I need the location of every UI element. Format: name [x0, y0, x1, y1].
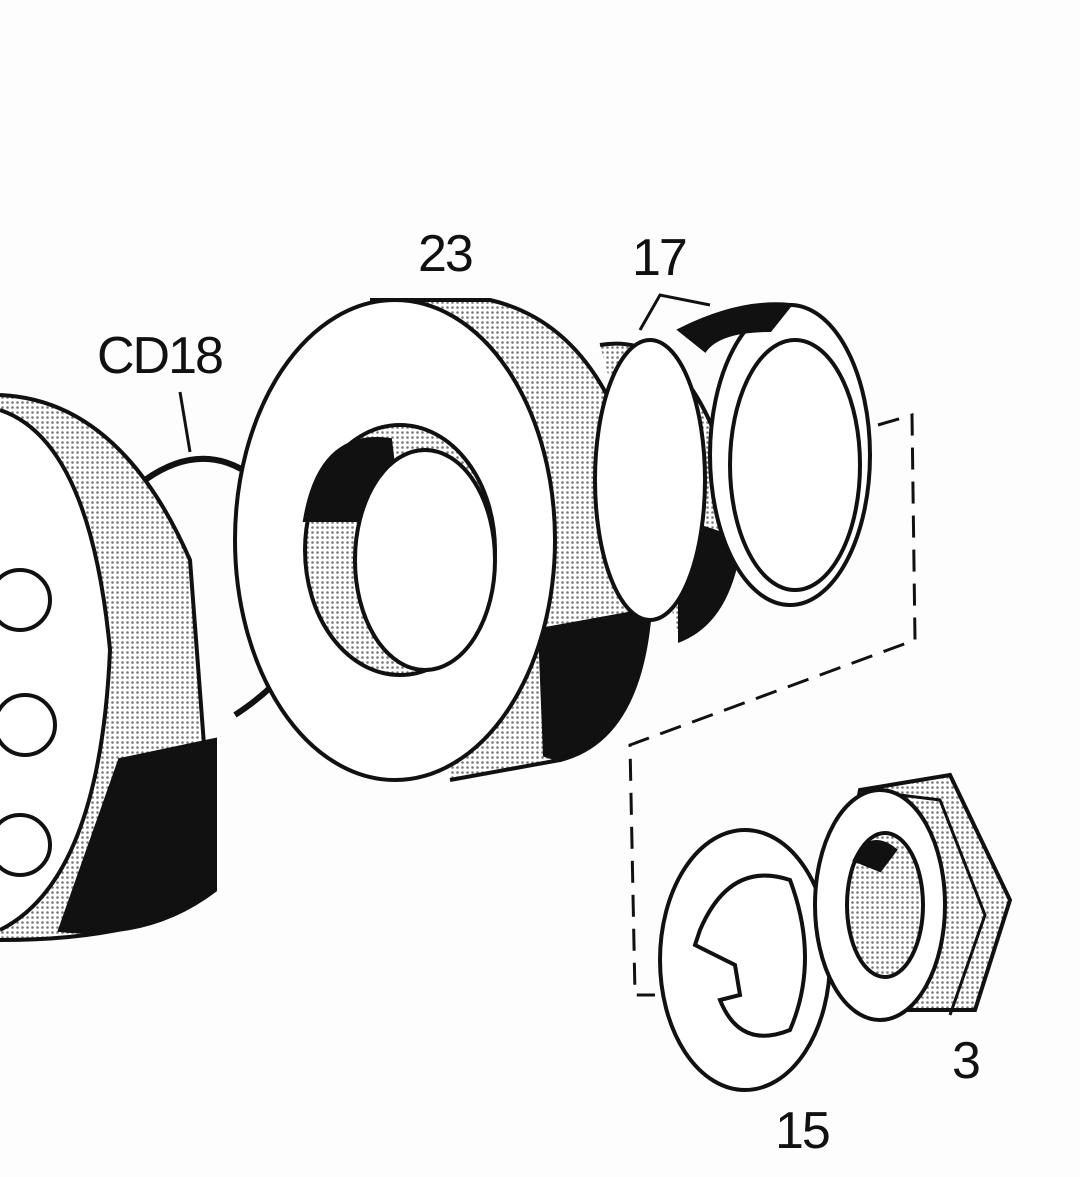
lock-washer-15	[658, 828, 832, 1092]
label-23: 23	[418, 225, 474, 283]
label-cd18: CD18	[97, 327, 224, 385]
label-15: 15	[775, 1102, 831, 1160]
label-3: 3	[952, 1032, 981, 1090]
label-17: 17	[632, 229, 688, 287]
assembly-dashed-line	[628, 413, 917, 997]
bearing-housing-23	[233, 298, 653, 782]
seal-collar-17	[593, 293, 872, 643]
roller-bearing	[0, 393, 218, 942]
hex-nut-3	[813, 772, 1013, 1022]
